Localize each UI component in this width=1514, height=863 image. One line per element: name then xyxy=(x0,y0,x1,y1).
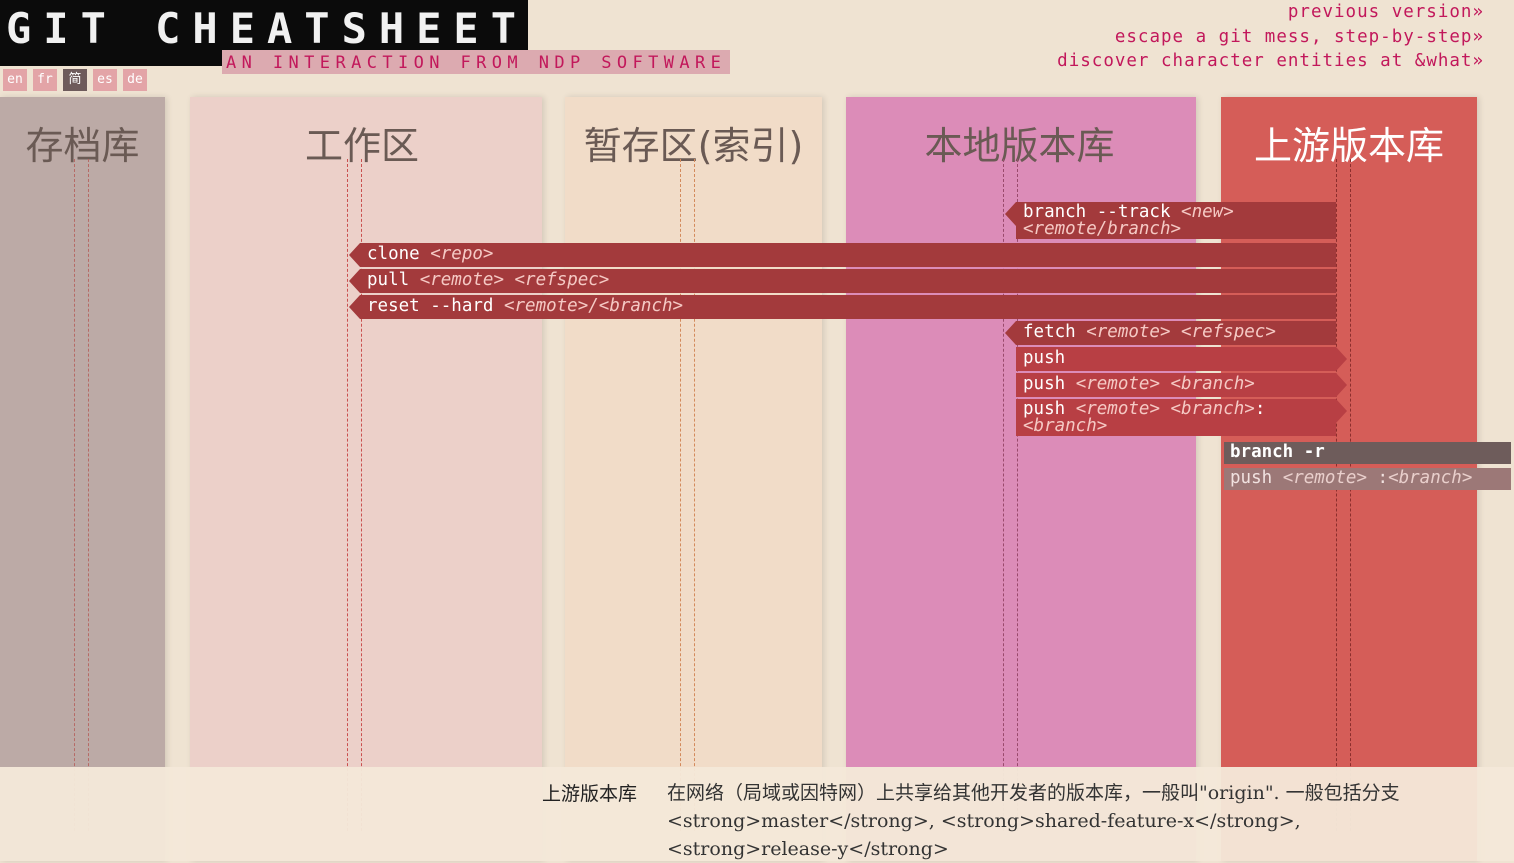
character-entities-link[interactable]: discover character entities at &what» xyxy=(1057,51,1484,71)
command-text: : xyxy=(1366,468,1389,488)
command-text: push xyxy=(1023,399,1076,419)
column-title: 工作区 xyxy=(304,124,419,168)
lifeline xyxy=(1017,159,1018,831)
command-text: branch -r xyxy=(1230,442,1325,462)
command-push-refspec[interactable]: push <remote> <branch>: <branch> xyxy=(1016,399,1347,436)
command-fetch[interactable]: fetch <remote> <refspec> xyxy=(1005,321,1336,345)
language-switcher: en fr 简 es de xyxy=(3,69,147,91)
page-subtitle: AN INTERACTION FROM NDP SOFTWARE xyxy=(222,50,731,74)
command-args: <branch> xyxy=(1388,468,1473,488)
lang-en-link[interactable]: en xyxy=(3,69,27,91)
column-index[interactable]: 暂存区(索引) xyxy=(565,97,822,861)
command-args: <new> xyxy=(1181,202,1234,222)
command-branch-track[interactable]: branch --track <new> <remote/branch> xyxy=(1005,202,1336,239)
command-push[interactable]: push xyxy=(1016,347,1347,371)
command-branch-r[interactable]: branch -r xyxy=(1224,442,1511,464)
command-args: <repo> xyxy=(430,244,494,264)
escape-git-mess-link[interactable]: escape a git mess, step-by-step» xyxy=(1114,26,1484,47)
command-push-remote-branch[interactable]: push <remote> <branch> xyxy=(1016,373,1347,397)
command-text: fetch xyxy=(1023,322,1087,342)
command-text: pull xyxy=(367,270,420,290)
column-workspace[interactable]: 工作区 xyxy=(190,97,542,861)
lifeline xyxy=(1336,159,1337,831)
command-reset-hard[interactable]: reset --hard <remote>/<branch> xyxy=(349,295,1336,319)
column-stash[interactable]: 存档库 xyxy=(0,97,165,861)
column-title: 本地版本库 xyxy=(924,124,1115,168)
command-args: <remote> <refspec> xyxy=(419,270,610,290)
lifeline xyxy=(88,159,89,831)
top-links: previous version» escape a git mess, ste… xyxy=(1057,0,1484,74)
command-text: clone xyxy=(367,244,431,264)
lifeline xyxy=(1350,159,1351,831)
lang-zh-link[interactable]: 简 xyxy=(63,69,87,91)
info-panel-description: 在网络（局域或因特网）上共享给其他开发者的版本库，一般叫"origin". 一般… xyxy=(667,782,1400,860)
lang-fr-link[interactable]: fr xyxy=(33,69,57,91)
lifeline xyxy=(694,159,695,831)
command-push-delete-branch[interactable]: push <remote> :<branch> xyxy=(1224,468,1511,490)
command-text: push xyxy=(1023,374,1076,394)
lifeline xyxy=(1003,159,1004,831)
command-text: : xyxy=(1254,399,1266,419)
title-banner: GIT CHEATSHEET xyxy=(0,0,528,66)
command-text: branch --track xyxy=(1023,202,1182,222)
lang-es-link[interactable]: es xyxy=(93,69,117,91)
command-args: <remote> <refspec> xyxy=(1086,322,1276,342)
command-args: <remote>/<branch> xyxy=(503,296,684,316)
lifeline xyxy=(74,159,75,831)
previous-version-link[interactable]: previous version» xyxy=(1287,2,1484,22)
page-title: GIT CHEATSHEET xyxy=(6,4,529,53)
command-args: <branch> xyxy=(1023,415,1108,436)
info-panel-title: 上游版本库 xyxy=(542,783,638,805)
command-args: <remote> <branch> xyxy=(1075,399,1255,419)
info-panel: 上游版本库 在网络（局域或因特网）上共享给其他开发者的版本库，一般叫"origi… xyxy=(0,767,1514,861)
command-text: push xyxy=(1023,348,1066,368)
command-args: <remote> xyxy=(1282,468,1367,488)
command-args: <remote> <branch> xyxy=(1075,374,1255,394)
command-clone[interactable]: clone <repo> xyxy=(349,243,1336,267)
lifeline xyxy=(361,159,362,831)
column-title: 存档库 xyxy=(25,124,140,168)
column-title: 暂存区(索引) xyxy=(583,124,804,168)
command-pull[interactable]: pull <remote> <refspec> xyxy=(349,269,1336,293)
command-text: reset --hard xyxy=(367,296,504,316)
lifeline xyxy=(347,159,348,831)
command-text: push xyxy=(1230,468,1283,488)
lang-de-link[interactable]: de xyxy=(123,69,147,91)
column-title: 上游版本库 xyxy=(1253,124,1444,168)
command-args: <remote/branch> xyxy=(1023,218,1182,239)
lifeline xyxy=(680,159,681,831)
